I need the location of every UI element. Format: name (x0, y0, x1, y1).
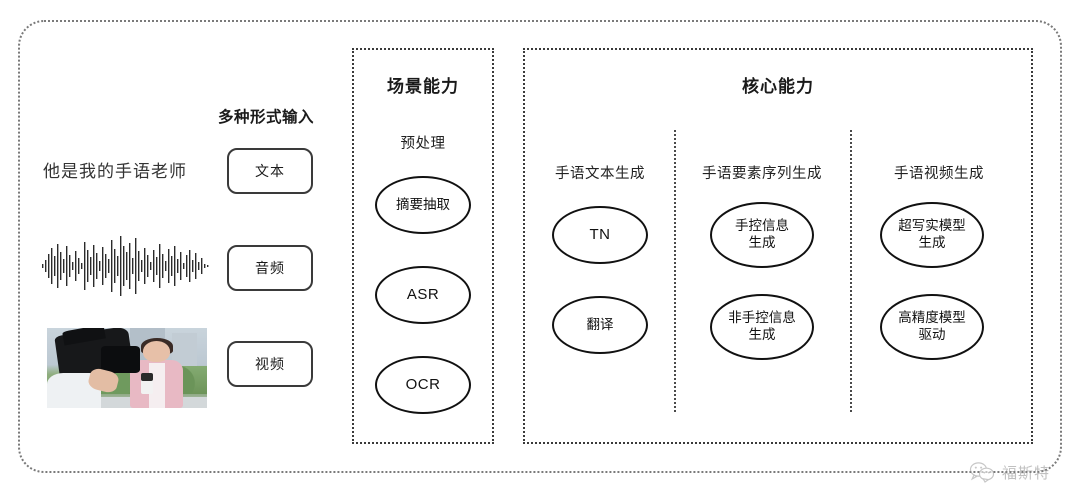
scene-capability-panel: 场景能力 预处理 摘要抽取 ASR OCR (352, 48, 494, 444)
scene-node-abstract-extraction[interactable]: 摘要抽取 (375, 176, 471, 234)
scene-subtitle: 预处理 (400, 136, 446, 152)
core-capability-panel: 核心能力 手语文本生成 TN 翻译 手语要素序列生成 手控信息 生成 非手控信息… (523, 48, 1033, 444)
input-chip-text[interactable]: 文本 (227, 148, 313, 194)
sample-input-text: 他是我的手语老师 (43, 162, 187, 181)
core-node-tn[interactable]: TN (552, 206, 648, 264)
input-section-header: 多种形式输入 (218, 109, 315, 126)
outer-frame (18, 20, 1062, 473)
audio-waveform-icon (42, 236, 209, 296)
scene-node-ocr[interactable]: OCR (375, 356, 471, 414)
video-thumbnail-image (47, 328, 207, 408)
core-panel-title: 核心能力 (742, 77, 814, 96)
core-node-translation[interactable]: 翻译 (552, 296, 648, 354)
core-column-header-text-generation: 手语文本生成 (555, 166, 645, 182)
watermark-text: 福斯特 (1001, 464, 1050, 482)
scene-panel-title: 场景能力 (387, 77, 459, 96)
input-chip-video[interactable]: 视频 (227, 341, 313, 387)
core-node-high-precision-model-drive[interactable]: 高精度模型 驱动 (880, 294, 984, 360)
wechat-icon (969, 462, 995, 483)
scene-node-asr[interactable]: ASR (375, 266, 471, 324)
core-column-divider-2 (850, 130, 852, 412)
core-node-non-manual-info-generation[interactable]: 非手控信息 生成 (710, 294, 814, 360)
core-node-manual-info-generation[interactable]: 手控信息 生成 (710, 202, 814, 268)
watermark: 福斯特 (969, 461, 1050, 483)
core-column-header-video-generation: 手语视频生成 (894, 166, 984, 182)
input-chip-audio[interactable]: 音频 (227, 245, 313, 291)
core-column-divider-1 (674, 130, 676, 412)
core-column-header-element-sequence: 手语要素序列生成 (702, 166, 822, 182)
core-node-hyperrealistic-model-generation[interactable]: 超写实模型 生成 (880, 202, 984, 268)
